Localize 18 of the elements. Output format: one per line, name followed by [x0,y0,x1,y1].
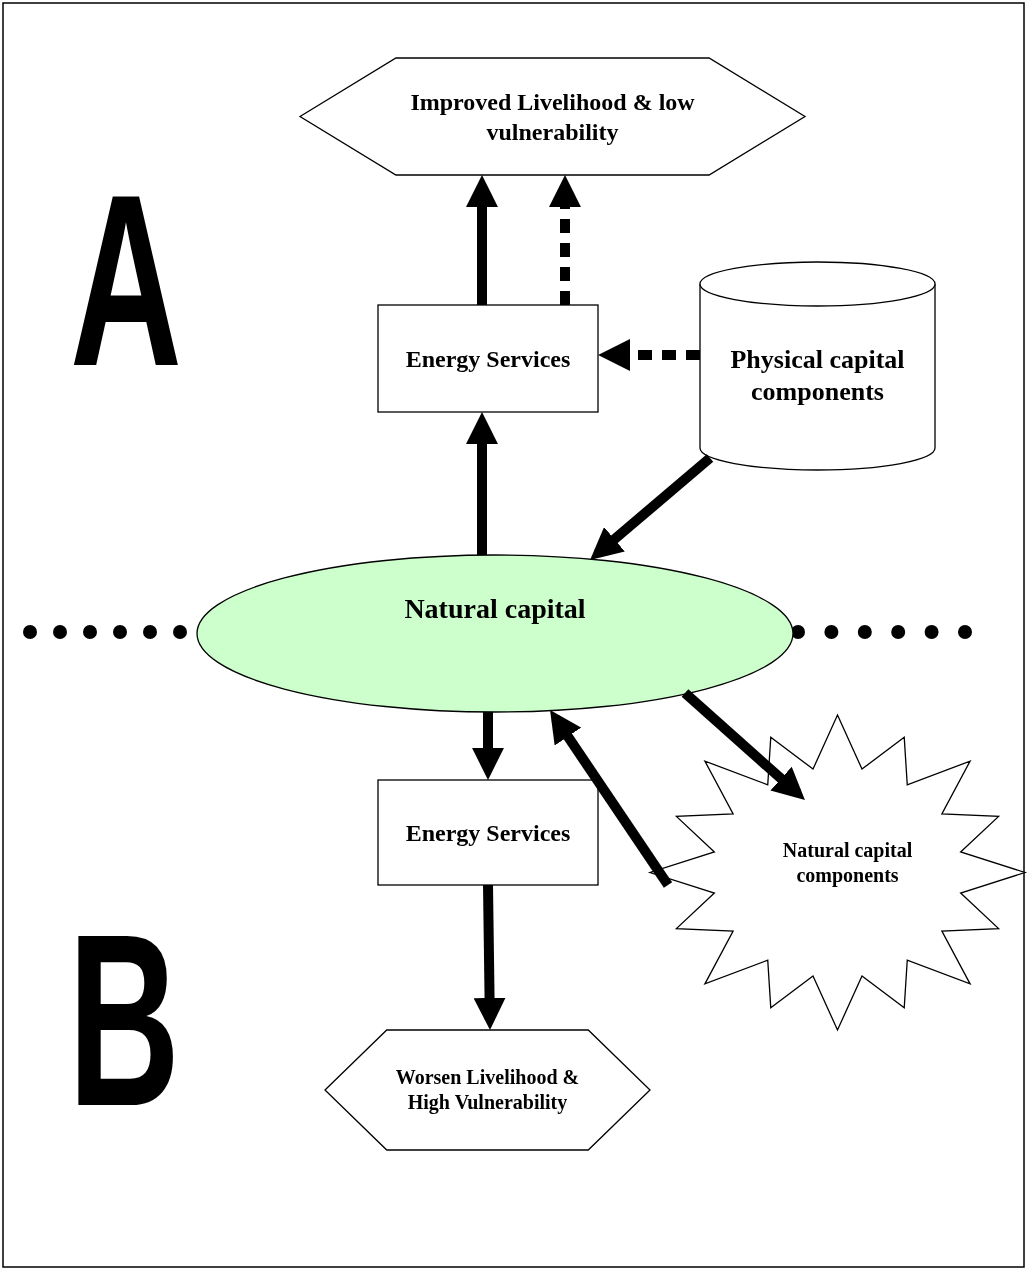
arrow [590,454,714,560]
arrow [472,712,504,780]
node-label: Energy Services [405,818,571,848]
node-label: Physical capital components [729,343,906,408]
node-label: Natural capital components [781,837,914,888]
arrow [466,412,498,555]
node-label: Worsen Livelihood & High Vulnerability [394,1065,581,1115]
arrow [549,175,581,305]
node-label: Energy Services [405,344,571,374]
arrow [466,175,498,305]
arrow [473,884,506,1030]
section-letter: B [68,898,180,1143]
node-label: Natural capital [404,592,586,626]
arrow [550,710,673,888]
node-label: Improved Livelihood & low vulnerability [409,87,696,147]
arrow [598,339,700,371]
section-letter: A [70,158,182,403]
arrow [681,689,805,800]
